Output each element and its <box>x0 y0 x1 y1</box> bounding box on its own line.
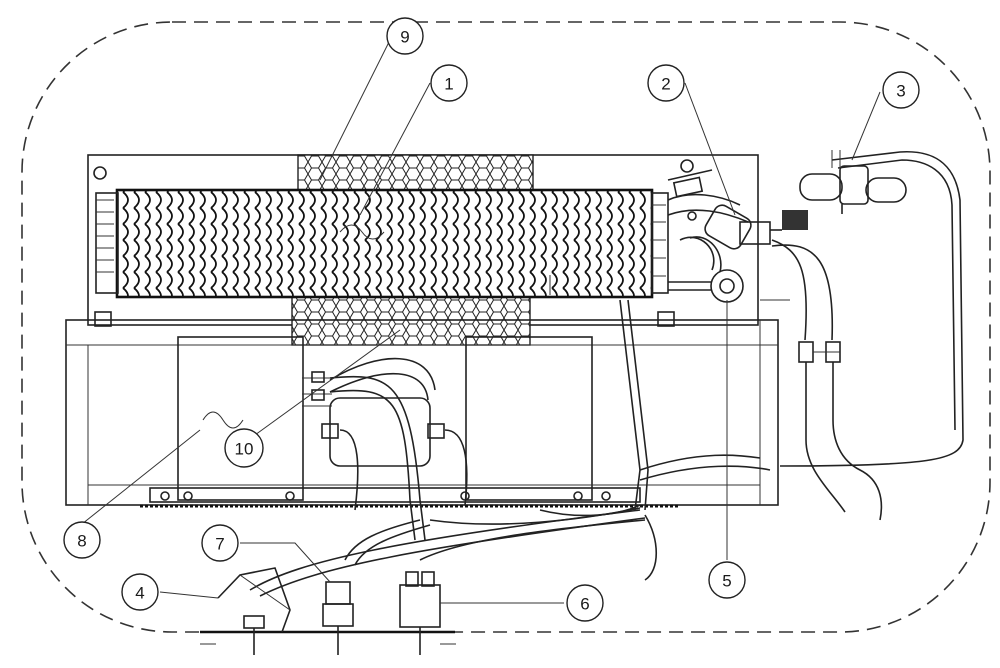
callout-3-label: 3 <box>896 82 905 101</box>
callout-1-label: 1 <box>444 75 453 94</box>
lower-housing <box>65 319 779 506</box>
squiggle-mark <box>202 411 244 429</box>
callout-6-label: 6 <box>580 595 589 614</box>
callout-8-label: 8 <box>77 532 86 551</box>
callout-6: 6 <box>566 584 604 622</box>
center-relay <box>302 371 445 467</box>
callout-1: 1 <box>430 64 468 102</box>
callout-5: 5 <box>708 561 746 599</box>
callout-7: 7 <box>201 524 239 562</box>
callout-3: 3 <box>882 71 920 109</box>
callout-4-label: 4 <box>135 584 144 603</box>
callout-9-label: 9 <box>400 28 409 47</box>
heater-core <box>95 188 669 299</box>
callout-9: 9 <box>386 17 424 55</box>
dashed-boundary <box>21 21 991 633</box>
callout-2: 2 <box>647 64 685 102</box>
callout-10: 10 <box>224 428 264 468</box>
callout-4: 4 <box>121 573 159 611</box>
leader-lines <box>81 35 881 604</box>
bottom-bracket <box>200 567 456 655</box>
water-valve <box>779 150 964 467</box>
valve-assembly <box>667 169 808 303</box>
sensor-leads <box>760 239 883 521</box>
callout-2-label: 2 <box>661 75 670 94</box>
callout-10-label: 10 <box>235 440 254 459</box>
callout-8: 8 <box>63 521 101 559</box>
wiring-harness <box>249 299 771 597</box>
honeycomb-screen-upper <box>297 154 534 192</box>
callout-7-label: 7 <box>215 535 224 554</box>
callout-5-label: 5 <box>722 572 731 591</box>
